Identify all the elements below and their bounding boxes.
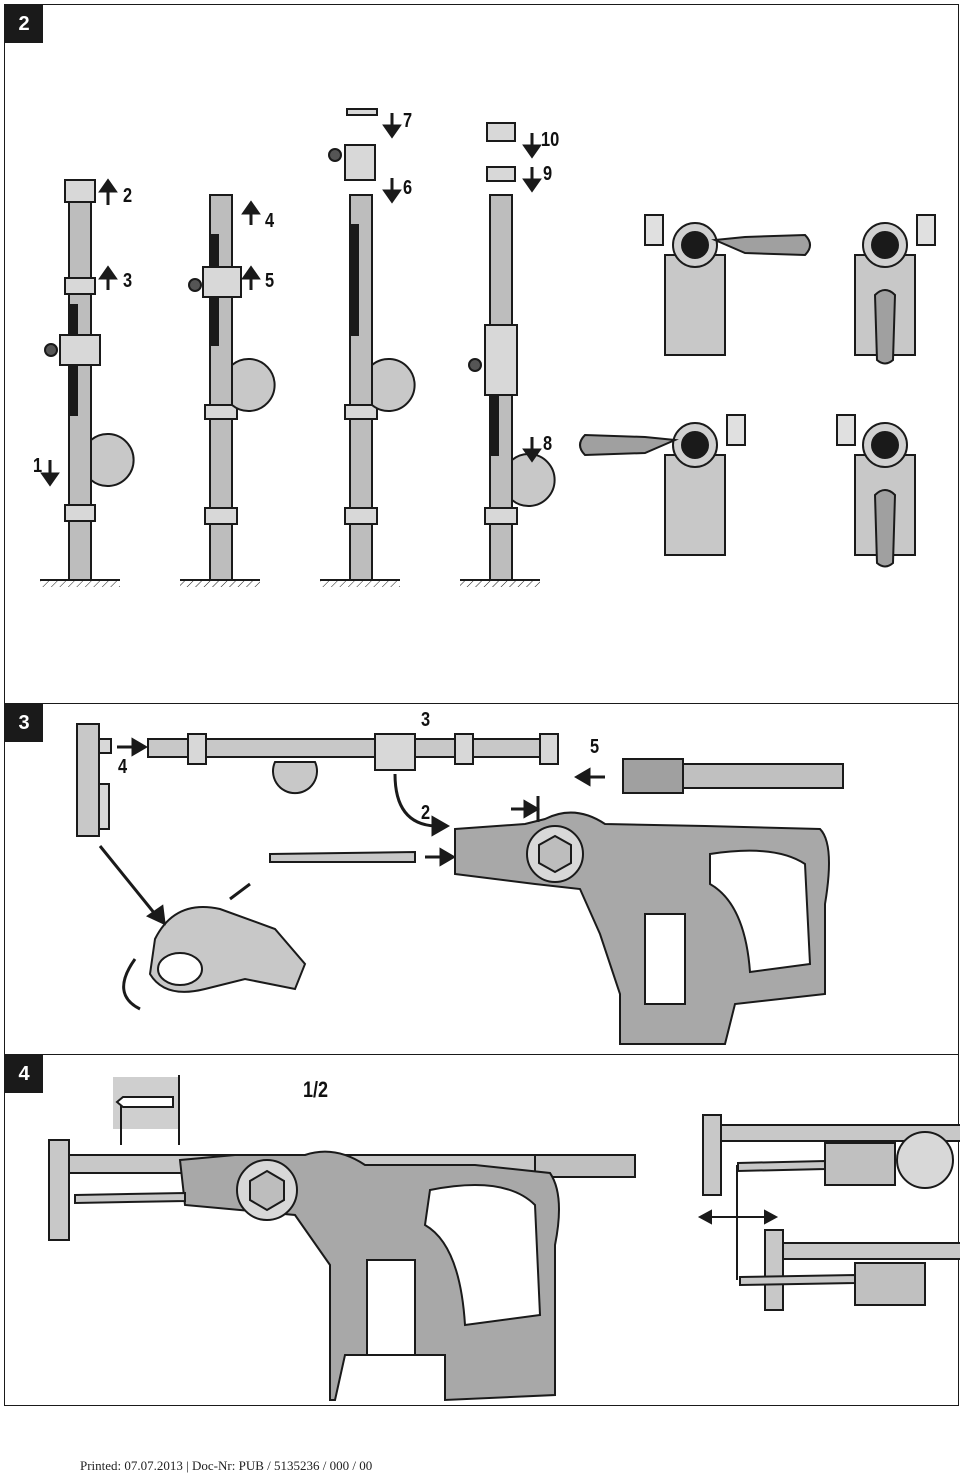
step-label-6: 6 xyxy=(403,177,413,199)
section-2-illustration xyxy=(40,108,936,587)
section-3-illustration xyxy=(76,723,844,1045)
step-label-10: 10 xyxy=(541,129,560,151)
section-4-number: 4 xyxy=(5,1055,43,1093)
handle-position-3 xyxy=(579,414,746,556)
section-2-number: 2 xyxy=(5,5,43,43)
section-3-panel: 3 xyxy=(4,703,959,1055)
step-label-2: 2 xyxy=(421,802,431,824)
print-footer: Printed: 07.07.2013 | Doc-Nr: PUB / 5135… xyxy=(80,1458,373,1473)
step-label-2: 2 xyxy=(123,185,133,207)
step-label-3: 3 xyxy=(123,270,133,292)
step-label-4: 4 xyxy=(265,210,275,232)
step-label-1: 1 xyxy=(33,455,43,477)
handle-position-2 xyxy=(854,214,936,365)
depth-label: 1/2 xyxy=(303,1077,329,1102)
step-label-4: 4 xyxy=(118,756,128,778)
step-label-7: 7 xyxy=(403,110,413,132)
step-label-9: 9 xyxy=(543,163,553,185)
step-label-5: 5 xyxy=(265,270,275,292)
handle-position-1 xyxy=(644,214,811,356)
handle-position-4 xyxy=(836,414,916,568)
section-3-number: 3 xyxy=(5,704,43,742)
section-4-panel: 4 xyxy=(4,1054,960,1406)
step-label-5: 5 xyxy=(590,736,600,758)
section-2-panel: 2 xyxy=(4,4,959,704)
step-label-8: 8 xyxy=(543,433,553,455)
step-label-3: 3 xyxy=(421,709,431,731)
section-4-illustration xyxy=(48,1075,960,1402)
